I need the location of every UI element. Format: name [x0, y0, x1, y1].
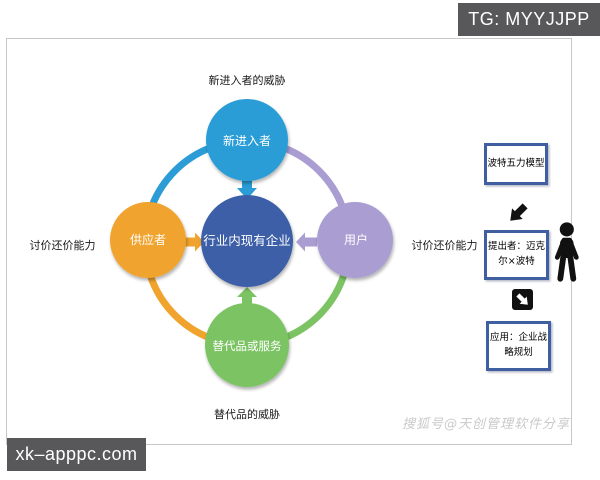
circle-buyers	[317, 202, 393, 278]
arrow-down-right-icon	[512, 289, 533, 310]
application-box: 应用：企业战略规划	[486, 321, 551, 371]
model-box: 波特五力模型	[484, 143, 548, 185]
tg-badge: TG: MYYJJPP	[458, 3, 600, 36]
arrow-down-left-icon	[510, 203, 528, 221]
author-box: 提出者：迈克尔×波特	[484, 230, 549, 280]
circle-industry	[201, 195, 293, 287]
bottom-threat-label: 替代品的威胁	[214, 408, 280, 421]
circle-substitutes	[205, 303, 289, 387]
label-suppliers: 供应者	[129, 232, 166, 247]
left-power-label: 讨价还价能力	[29, 239, 96, 252]
label-substitutes: 替代品或服务	[212, 338, 282, 353]
person-icon	[554, 222, 579, 282]
power-arrow-right	[296, 232, 317, 252]
threat-arrow-top	[237, 176, 257, 199]
circle-suppliers	[110, 202, 186, 278]
watermark: 搜狐号@天创管理软件分享	[401, 417, 570, 432]
site-badge: xk–apppc.com	[7, 438, 146, 471]
top-threat-label: 新进入者的威胁	[208, 74, 286, 87]
power-arrow-left	[183, 232, 204, 252]
label-industry: 行业内现有企业	[203, 233, 291, 249]
right-power-label: 讨价还价能力	[411, 239, 478, 252]
circle-new-entrants	[206, 99, 288, 181]
label-buyers: 用户	[343, 232, 368, 247]
label-new-entrants: 新进入者	[222, 133, 271, 148]
